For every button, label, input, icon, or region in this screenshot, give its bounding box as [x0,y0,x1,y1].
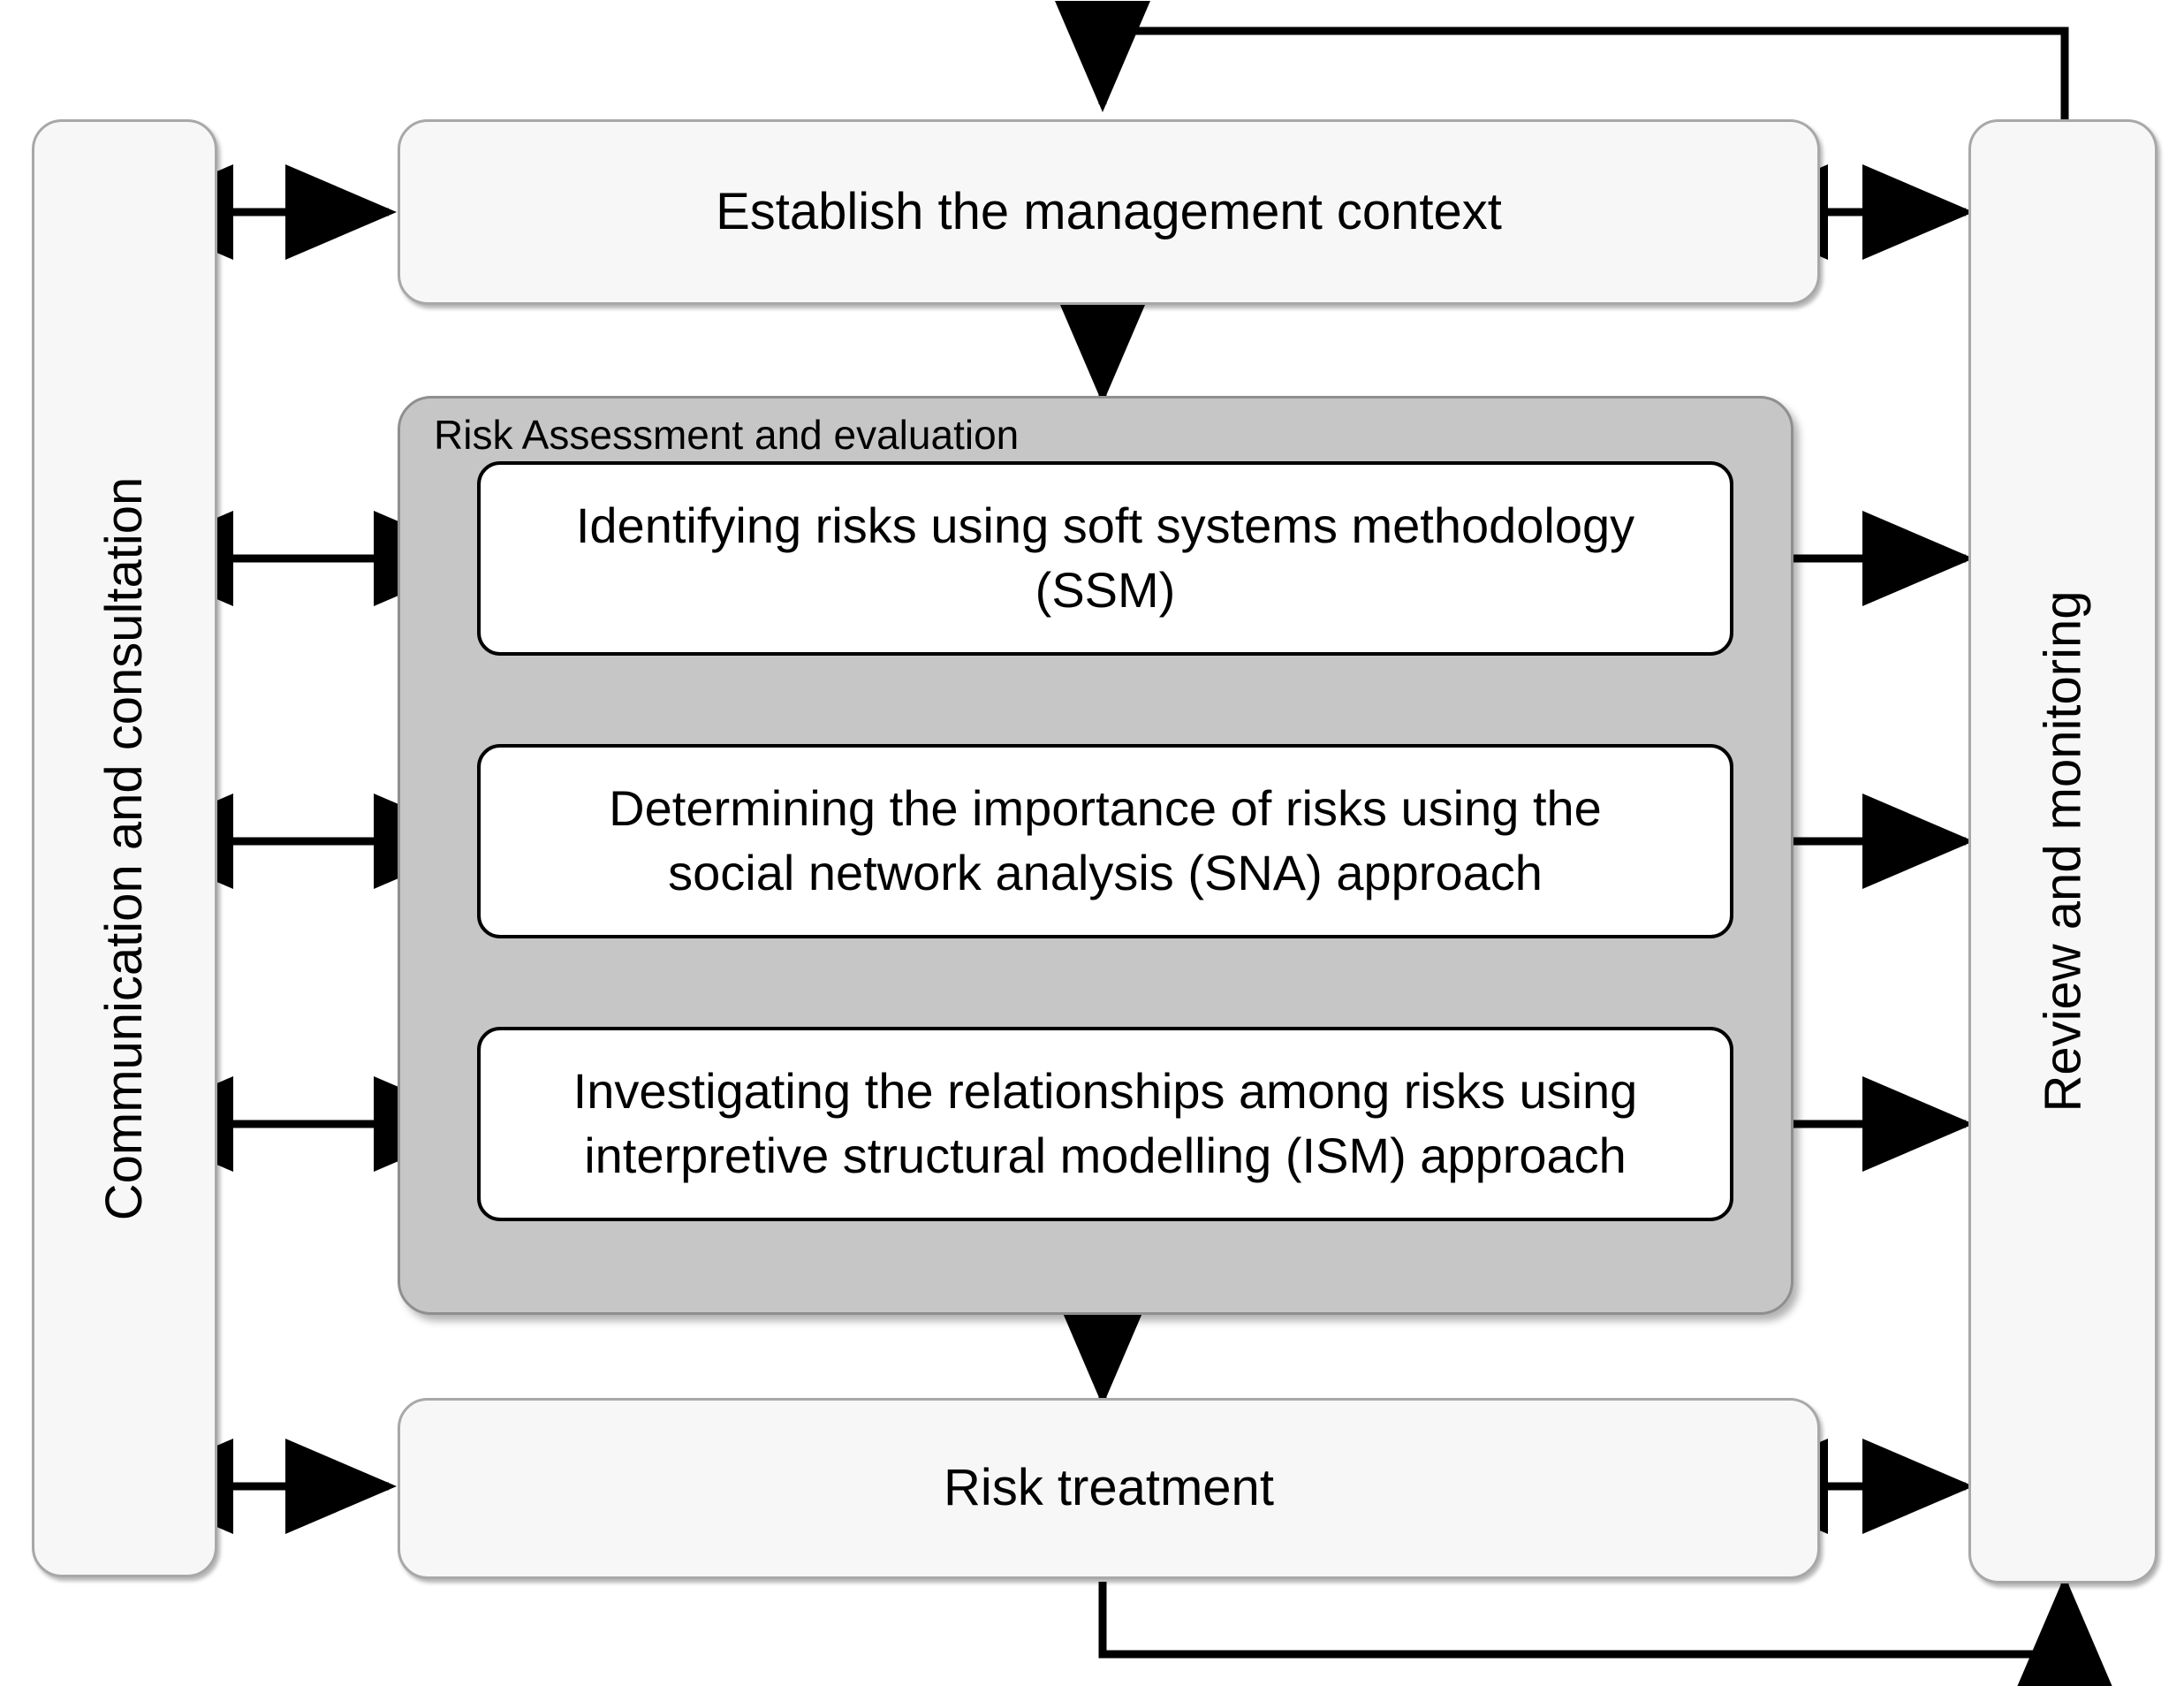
step-2-line-2: social network analysis (SNA) approach [668,845,1543,900]
step-3-text: Investigating the relationships among ri… [573,1059,1638,1189]
step-investigating-relationships-ism[interactable]: Investigating the relationships among ri… [477,1027,1733,1221]
feedback-loop-top [1055,1,2069,119]
step-1-line-2: (SSM) [1035,562,1176,618]
step-3-line-2: interpretive structural modelling (ISM) … [584,1128,1627,1183]
step-1-text: Identifying risks using soft systems met… [576,494,1634,623]
right-sidebar-label: Review and monitoring [2034,590,2092,1113]
top-box-label: Establish the management context [716,182,1502,240]
left-sidebar-label: Communication and consultation [95,476,154,1220]
step-2-text: Determining the importance of risks usin… [609,777,1602,906]
step-3-line-1: Investigating the relationships among ri… [573,1063,1638,1120]
group-title: Risk Assessment and evaluation [434,412,1020,458]
step-determining-importance-sna[interactable]: Determining the importance of risks usin… [477,744,1733,938]
sidebar-communication-and-consultation[interactable]: Communication and consultation [32,119,217,1577]
sidebar-review-and-monitoring[interactable]: Review and monitoring [1968,119,2157,1583]
box-risk-treatment[interactable]: Risk treatment [398,1398,1820,1579]
bottom-box-label: Risk treatment [944,1459,1274,1517]
step-identifying-risks-ssm[interactable]: Identifying risks using soft systems met… [477,461,1733,656]
box-establish-the-management-context[interactable]: Establish the management context [398,119,1820,305]
step-2-line-1: Determining the importance of risks usin… [609,780,1602,837]
step-1-line-1: Identifying risks using soft systems met… [575,497,1635,554]
feedback-loop-bottom [1098,1576,2112,1686]
